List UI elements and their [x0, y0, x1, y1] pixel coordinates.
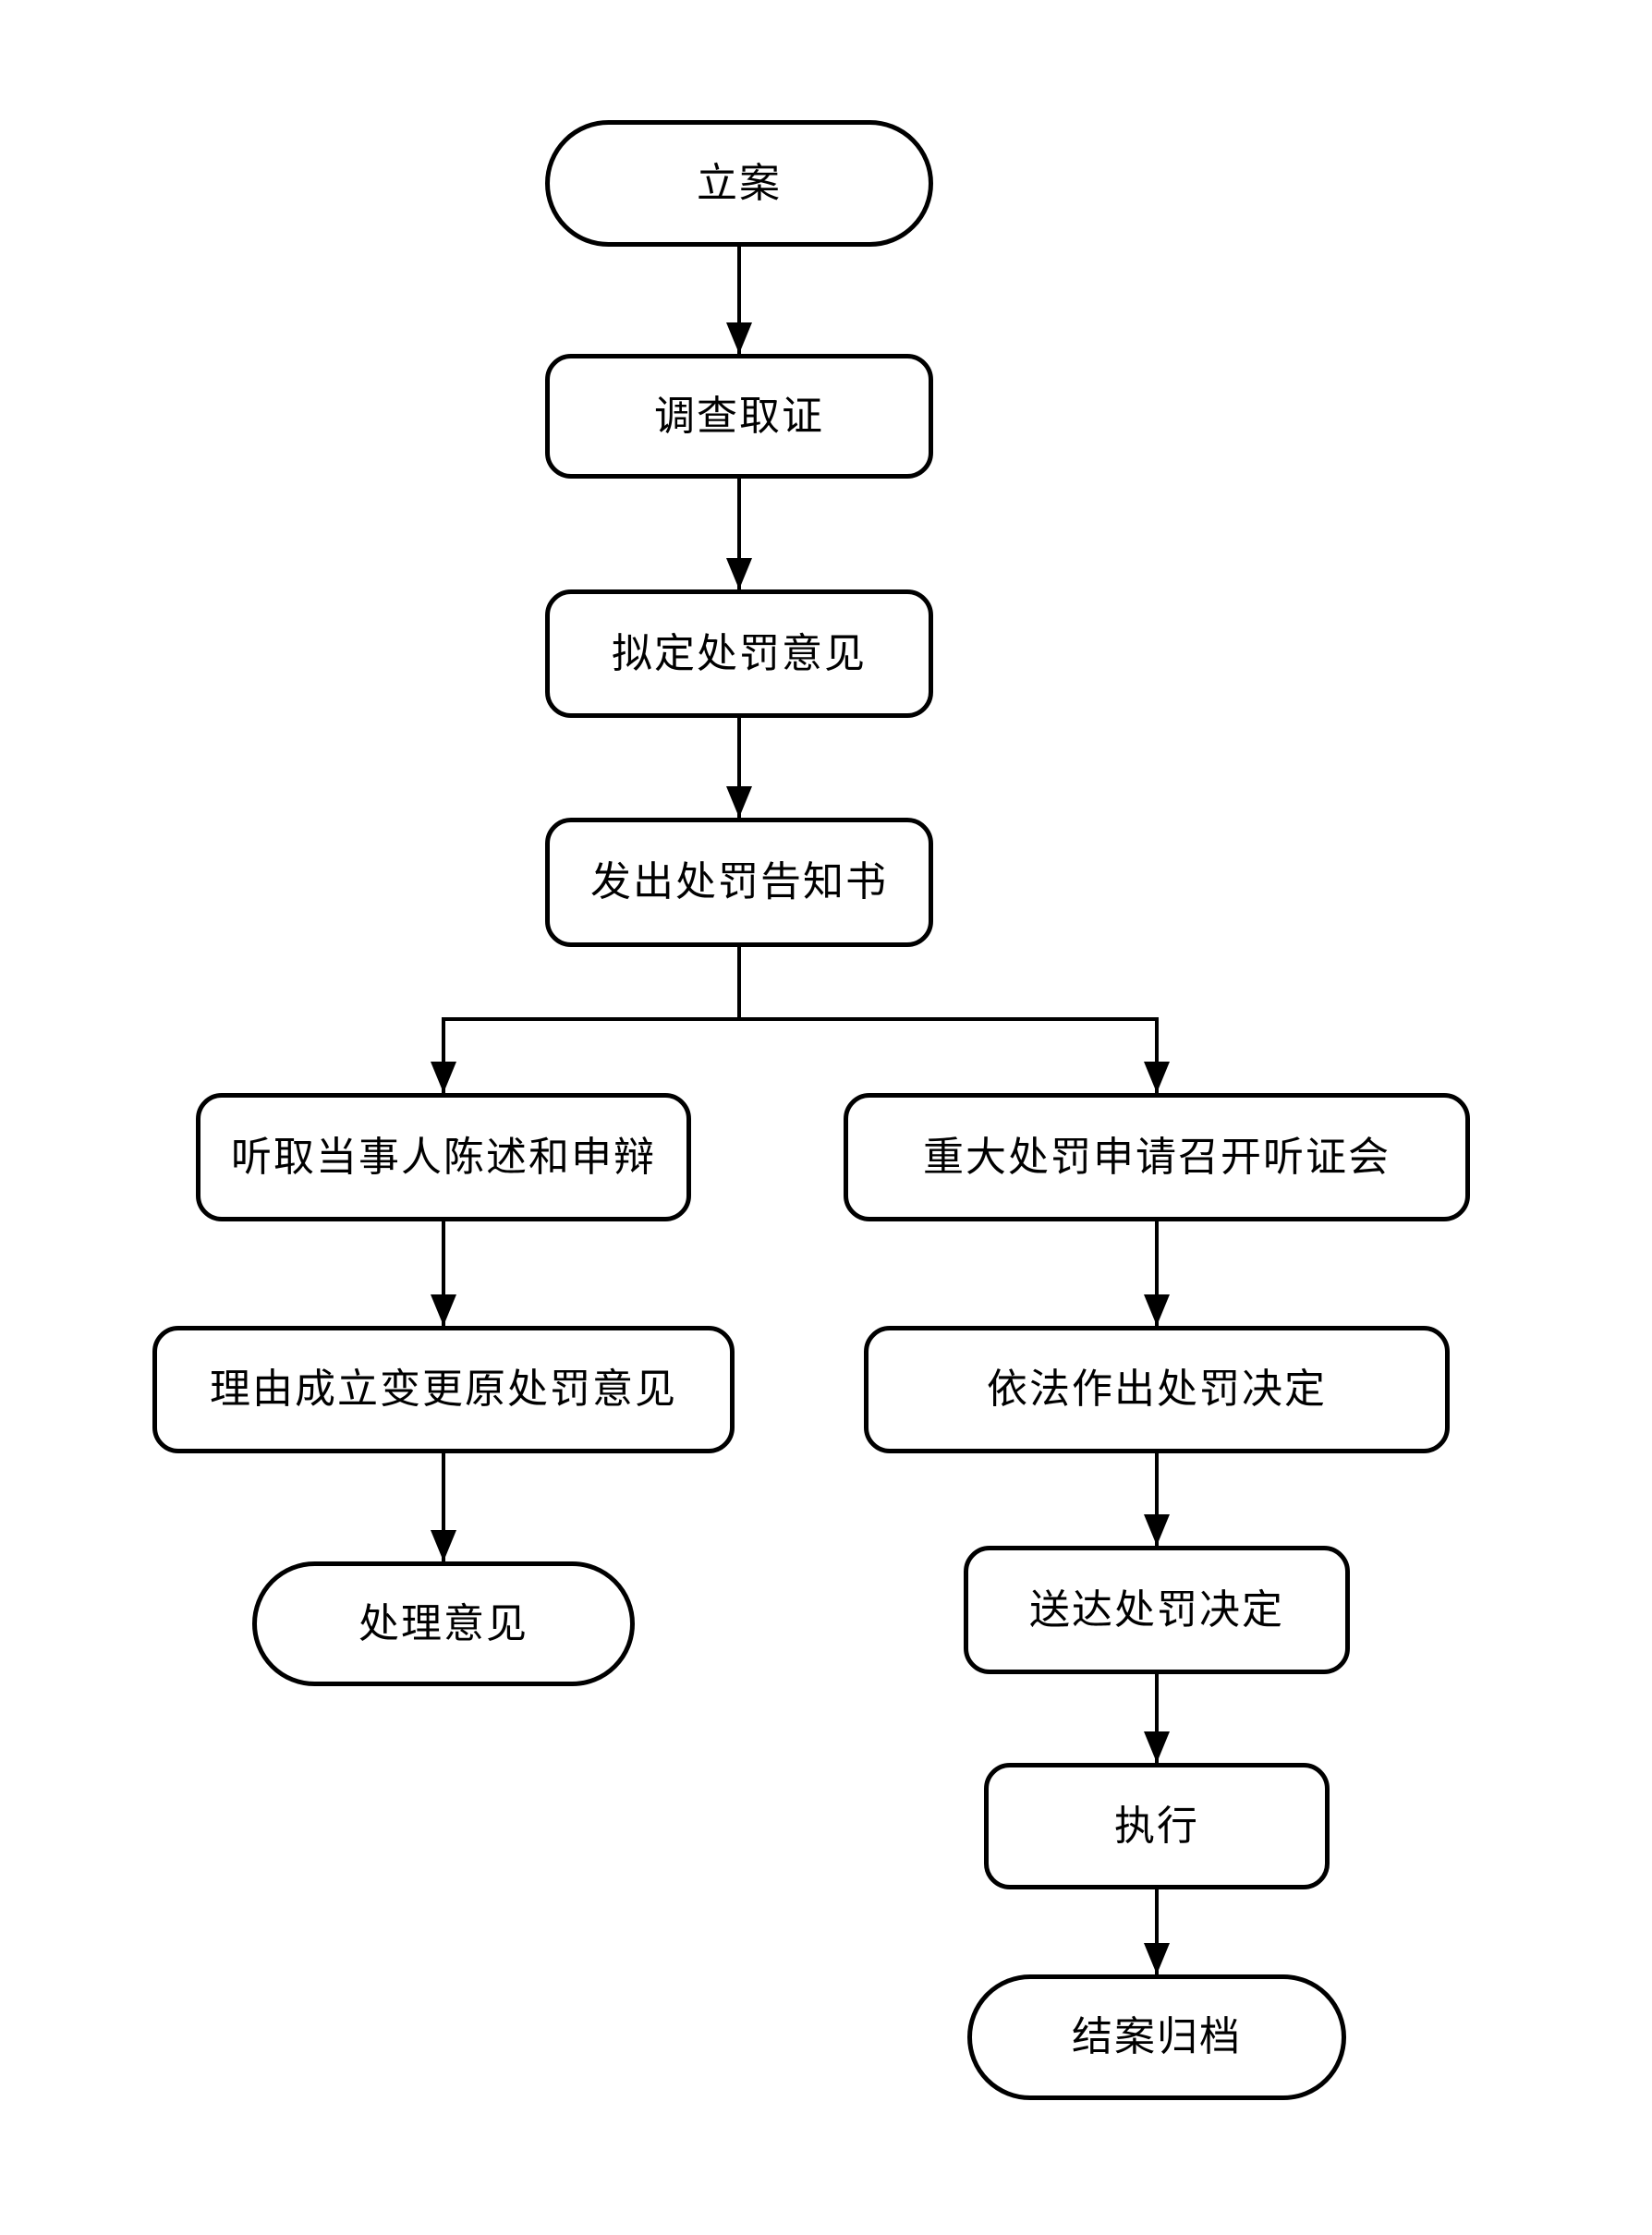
node-deliver-label: 送达处罚决定 — [1029, 1586, 1284, 1633]
node-statement-defense: 听取当事人陈述和申辩 — [196, 1093, 691, 1221]
node-notice: 发出处罚告知书 — [545, 818, 933, 947]
node-investigation: 调查取证 — [545, 354, 933, 479]
node-filing-label: 立案 — [697, 160, 782, 206]
node-hearing: 重大处罚申请召开听证会 — [844, 1093, 1470, 1221]
node-investigation-label: 调查取证 — [654, 393, 824, 439]
node-change-opinion-label: 理由成立变更原处罚意见 — [210, 1367, 677, 1412]
edge-notice-hearing — [739, 1017, 1170, 1093]
edge-notice-statement — [431, 1017, 739, 1093]
node-hearing-label: 重大处罚申请召开听证会 — [923, 1134, 1391, 1180]
node-draft-opinion-label: 拟定处罚意见 — [612, 630, 867, 676]
node-handling-opinion: 处理意见 — [252, 1561, 635, 1686]
node-draft-opinion: 拟定处罚意见 — [545, 589, 933, 718]
node-deliver: 送达处罚决定 — [964, 1546, 1350, 1674]
node-execute-label: 执行 — [1114, 1803, 1199, 1849]
node-handling-opinion-label: 处理意见 — [358, 1600, 528, 1646]
node-filing: 立案 — [545, 120, 933, 247]
node-archive: 结案归档 — [967, 1974, 1346, 2100]
node-archive-label: 结案归档 — [1072, 2014, 1242, 2059]
node-decision-label: 依法作出处罚决定 — [987, 1367, 1327, 1412]
node-execute: 执行 — [984, 1763, 1330, 1889]
node-notice-label: 发出处罚告知书 — [590, 859, 888, 905]
node-decision: 依法作出处罚决定 — [864, 1326, 1450, 1453]
node-change-opinion: 理由成立变更原处罚意见 — [152, 1326, 735, 1453]
node-statement-defense-label: 听取当事人陈述和申辩 — [231, 1134, 656, 1180]
